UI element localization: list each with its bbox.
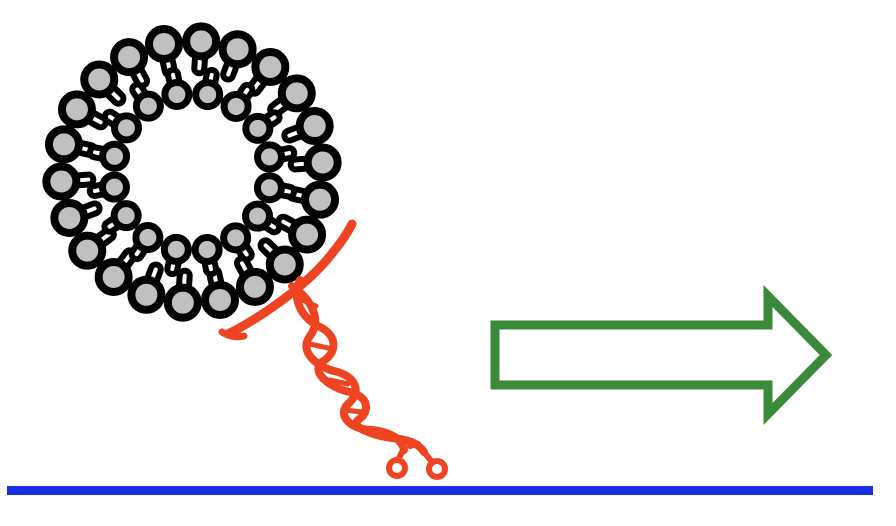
inner-lipid-headgroup xyxy=(192,79,224,111)
outer-lipid-headgroup xyxy=(163,283,202,322)
outer-lipid-headgroup xyxy=(201,280,240,319)
outer-lipid-headgroup xyxy=(301,180,340,219)
dna-helix-strand-b xyxy=(292,276,428,456)
inner-lipid-headgroup xyxy=(132,222,164,254)
inner-lipid-headgroup xyxy=(161,78,193,110)
outer-lipid-headgroup xyxy=(80,60,119,99)
outer-lipid-headgroup xyxy=(182,22,221,61)
outer-lipid-headgroup xyxy=(57,90,96,129)
inner-leaflet-headgroups xyxy=(98,78,286,266)
outer-lipid-headgroup xyxy=(288,215,327,254)
inner-lipid-headgroup xyxy=(254,141,286,173)
inner-lipid-headgroup xyxy=(110,200,142,232)
outer-lipid-headgroup xyxy=(50,198,89,237)
outer-lipid-headgroup xyxy=(144,25,183,64)
outer-lipid-headgroup xyxy=(110,38,149,77)
tether-membrane-anchor xyxy=(223,219,357,339)
outer-lipid-headgroup xyxy=(68,231,107,270)
inner-lipid-headgroup xyxy=(242,112,274,144)
inner-lipid-headgroup xyxy=(132,90,164,122)
outer-lipid-headgroup xyxy=(218,30,257,69)
inner-lipid-headgroup xyxy=(253,172,285,204)
tether-anchor-tip xyxy=(218,328,248,341)
inner-lipid-headgroup xyxy=(160,233,192,265)
inner-lipid-headgroup xyxy=(242,200,274,232)
outer-lipid-headgroup xyxy=(295,107,334,146)
inner-lipid-headgroup xyxy=(191,234,223,266)
dna-helix-rungs xyxy=(299,297,391,439)
tether-surface-stem xyxy=(395,441,435,465)
inner-lipid-headgroup xyxy=(220,222,252,254)
outer-lipid-headgroup xyxy=(44,125,83,164)
outer-lipid-headgroup xyxy=(251,48,290,87)
outer-lipid-headgroup xyxy=(235,267,274,306)
outer-lipid-headgroup xyxy=(42,162,81,201)
inner-lipid-headgroup xyxy=(98,171,130,203)
outer-lipid-headgroup xyxy=(94,257,133,296)
tether-surface-loop-right xyxy=(426,458,448,480)
surface-line xyxy=(7,486,873,495)
inner-lipid-headgroup xyxy=(220,90,252,122)
dna-tether xyxy=(218,219,448,480)
inner-lipid-headgroup xyxy=(99,140,131,172)
arrow-right-icon xyxy=(490,285,833,425)
outer-lipid-headgroup xyxy=(265,245,304,284)
outer-leaflet-headgroups xyxy=(42,22,342,322)
outer-lipid-headgroup xyxy=(127,275,166,314)
outer-lipid-headgroup xyxy=(303,143,342,182)
inner-lipid-headgroup xyxy=(110,112,142,144)
lipid-vesicle xyxy=(42,22,342,322)
outer-lipid-headgroup xyxy=(277,74,316,113)
